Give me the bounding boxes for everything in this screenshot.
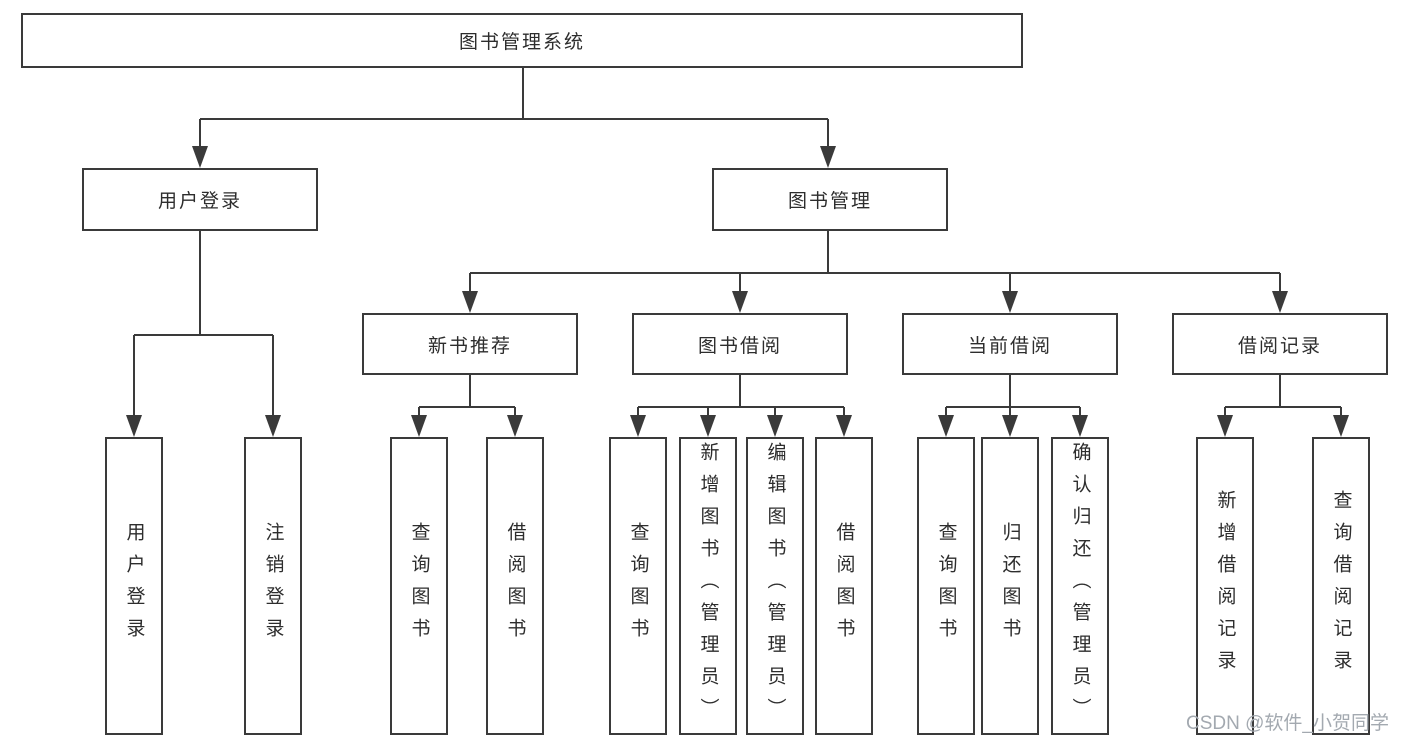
node-book-management: 图书管理 bbox=[712, 168, 948, 231]
leaf-recommend-query-books: 查询图书 bbox=[390, 437, 448, 735]
arrowhead-icon bbox=[1217, 415, 1233, 437]
arrowhead-icon bbox=[1002, 415, 1018, 437]
node-label: 注销登录 bbox=[262, 522, 284, 650]
arrowhead-icon bbox=[836, 415, 852, 437]
leaf-logout: 注销登录 bbox=[244, 437, 302, 735]
arrowhead-icon bbox=[1002, 291, 1018, 313]
node-label: 查询图书 bbox=[935, 522, 957, 650]
node-user-login: 用户登录 bbox=[82, 168, 318, 231]
leaf-current-query-books: 查询图书 bbox=[917, 437, 975, 735]
leaf-borrow-query-books: 查询图书 bbox=[609, 437, 667, 735]
node-label: 编辑图书（管理员） bbox=[764, 442, 786, 730]
arrowhead-icon bbox=[938, 415, 954, 437]
arrowhead-icon bbox=[767, 415, 783, 437]
leaf-records-query-record: 查询借阅记录 bbox=[1312, 437, 1370, 735]
leaf-borrow-edit-books-admin: 编辑图书（管理员） bbox=[746, 437, 804, 735]
node-book-borrow: 图书借阅 bbox=[632, 313, 848, 375]
node-new-book-recommend: 新书推荐 bbox=[362, 313, 578, 375]
arrowhead-icon bbox=[1272, 291, 1288, 313]
arrowhead-icon bbox=[1333, 415, 1349, 437]
leaf-borrow-add-books-admin: 新增图书（管理员） bbox=[679, 437, 737, 735]
connector-group-records bbox=[1217, 375, 1349, 437]
node-label: 图书管理 bbox=[787, 191, 872, 212]
leaf-borrow-borrow-books: 借阅图书 bbox=[815, 437, 873, 735]
arrowhead-icon bbox=[126, 415, 142, 437]
node-label: 借阅记录 bbox=[1237, 335, 1322, 357]
node-label: 用户登录 bbox=[157, 191, 242, 212]
node-label: 图书借阅 bbox=[697, 335, 782, 357]
arrowhead-icon bbox=[192, 146, 208, 168]
connector-group-recommend bbox=[411, 375, 523, 437]
connector-group-borrow bbox=[630, 375, 852, 437]
leaf-recommend-borrow-books: 借阅图书 bbox=[486, 437, 544, 735]
leaf-user-login: 用户登录 bbox=[105, 437, 163, 735]
node-label: 用户登录 bbox=[123, 522, 145, 650]
node-label: 新书推荐 bbox=[427, 335, 512, 357]
node-current-borrow: 当前借阅 bbox=[902, 313, 1118, 375]
leaf-current-return-books: 归还图书 bbox=[981, 437, 1039, 735]
node-root-system: 图书管理系统 bbox=[21, 13, 1023, 68]
arrowhead-icon bbox=[462, 291, 478, 313]
node-label: 当前借阅 bbox=[967, 335, 1052, 357]
node-label: 新增图书（管理员） bbox=[697, 442, 719, 730]
arrowhead-icon bbox=[265, 415, 281, 437]
arrowhead-icon bbox=[507, 415, 523, 437]
node-label: 查询借阅记录 bbox=[1330, 490, 1352, 682]
arrowhead-icon bbox=[732, 291, 748, 313]
node-label: 借阅图书 bbox=[504, 522, 526, 650]
arrowhead-icon bbox=[630, 415, 646, 437]
arrowhead-icon bbox=[411, 415, 427, 437]
connector-group-user-login bbox=[126, 231, 281, 437]
arrowhead-icon bbox=[820, 146, 836, 168]
node-label: 图书管理系统 bbox=[458, 32, 585, 53]
leaf-records-add-record: 新增借阅记录 bbox=[1196, 437, 1254, 735]
leaf-current-confirm-return-admin: 确认归还（管理员） bbox=[1051, 437, 1109, 735]
node-borrow-records: 借阅记录 bbox=[1172, 313, 1388, 375]
node-label: 归还图书 bbox=[999, 522, 1021, 650]
node-label: 查询图书 bbox=[627, 522, 649, 650]
node-label: 新增借阅记录 bbox=[1214, 490, 1236, 682]
connector-group-current bbox=[938, 375, 1088, 437]
arrowhead-icon bbox=[700, 415, 716, 437]
csdn-watermark: CSDN @软件_小贺同学 bbox=[1186, 713, 1389, 734]
node-label: 确认归还（管理员） bbox=[1069, 442, 1091, 730]
connector-group-book-management bbox=[462, 231, 1288, 313]
node-label: 借阅图书 bbox=[833, 522, 855, 650]
connector-group-root bbox=[192, 68, 836, 168]
node-label: 查询图书 bbox=[408, 522, 430, 650]
arrowhead-icon bbox=[1072, 415, 1088, 437]
